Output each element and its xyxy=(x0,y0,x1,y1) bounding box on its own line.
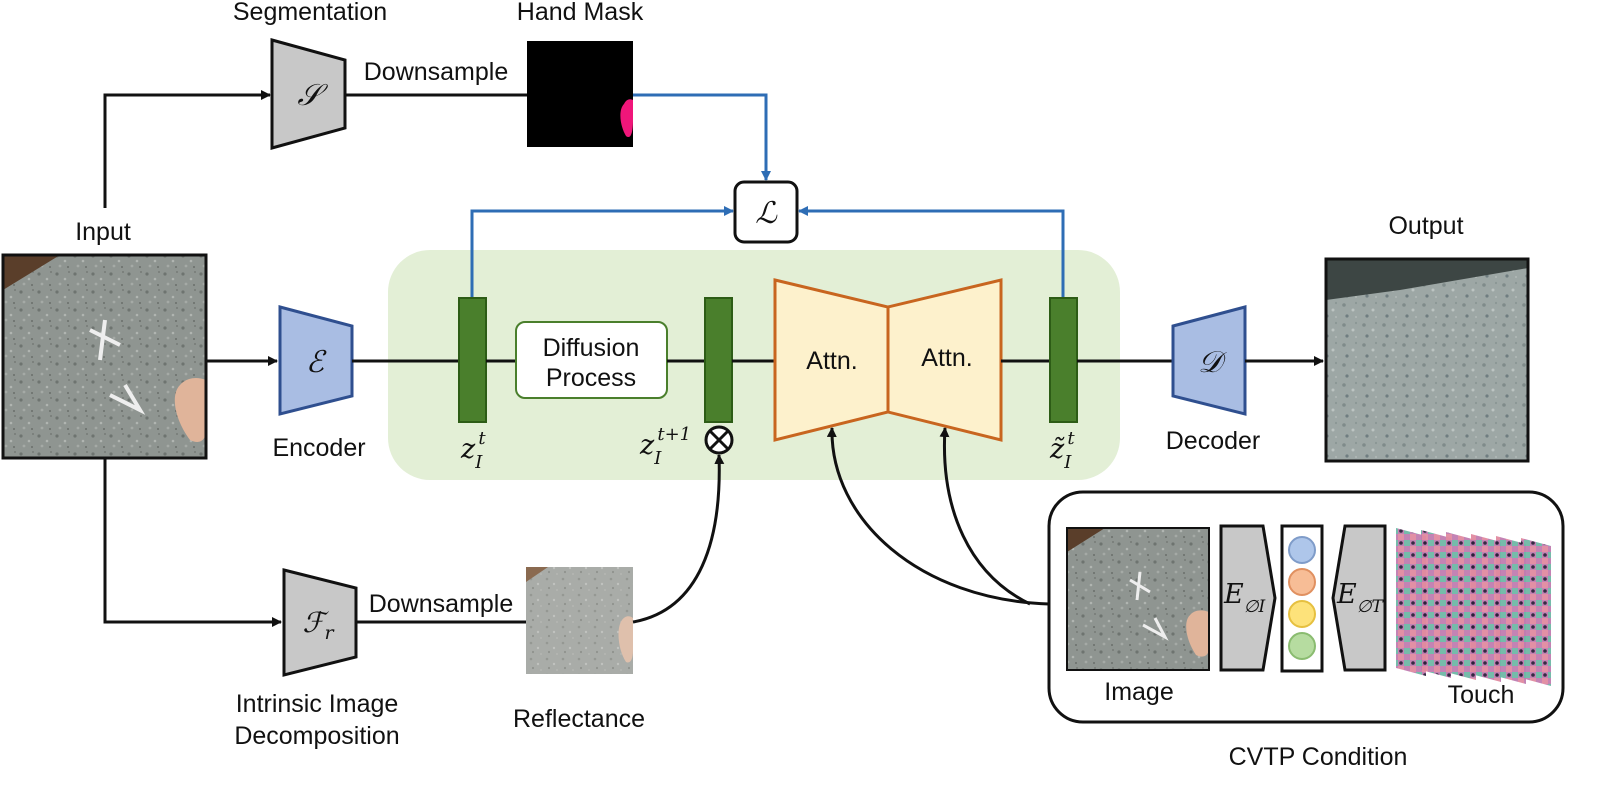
ztilde-label: z̃It xyxy=(1049,428,1075,473)
input-image xyxy=(1,253,208,460)
latent-ztilde xyxy=(1049,297,1078,423)
image-encoder-block xyxy=(1219,524,1277,672)
zt-to-loss-arrow xyxy=(470,206,734,298)
image-encoder-symbol: E∅I xyxy=(1223,579,1266,617)
input-to-intrinsic-arrow xyxy=(103,458,282,627)
decoder-label: Decoder xyxy=(1166,427,1261,455)
output-title: Output xyxy=(1388,212,1463,240)
reflectance-image xyxy=(526,567,633,674)
embedding-dot-1 xyxy=(1288,536,1316,564)
touch-encoder-block xyxy=(1331,524,1387,672)
zt1-label: zIt+1 xyxy=(639,424,691,469)
embedding-dot-3 xyxy=(1288,600,1316,628)
mask-to-loss-arrow xyxy=(633,93,771,181)
diffusion-label-line2: Process xyxy=(546,364,636,392)
segmentation-title: Segmentation xyxy=(233,0,387,26)
latent-zt1 xyxy=(704,297,733,423)
touch-image-stack xyxy=(1396,528,1551,686)
loss-symbol: ℒ xyxy=(755,196,778,231)
decoder-block xyxy=(1171,305,1247,416)
encoder-block xyxy=(278,305,354,416)
downsample-top-label: Downsample xyxy=(364,58,509,86)
cvtp-to-attn-right-arrow xyxy=(939,427,1031,606)
touch-encoder-symbol: E∅T xyxy=(1336,579,1385,617)
ztilde-to-loss-arrow xyxy=(798,206,1065,298)
output-image xyxy=(1324,257,1530,463)
reflectance-to-multiply-arrow xyxy=(632,454,725,624)
cvtp-touch-label: Touch xyxy=(1448,681,1515,709)
intrinsic-block xyxy=(282,568,358,677)
cvtp-to-attn-left-arrow xyxy=(826,427,1050,606)
embedding-dot-2 xyxy=(1288,568,1316,596)
loss-box xyxy=(733,180,799,244)
cvtp-image xyxy=(1066,527,1210,671)
diffusion-panel xyxy=(388,250,1120,480)
intrinsic-label-line2: Decomposition xyxy=(234,722,399,750)
zt-label: zIt xyxy=(460,428,486,473)
cvtp-image-label: Image xyxy=(1104,678,1173,706)
attn-right-label: Attn. xyxy=(921,344,972,372)
latent-zt xyxy=(458,297,487,423)
segmentation-block xyxy=(270,38,347,150)
input-to-segmentation-arrow xyxy=(103,90,271,208)
hand-mask-title: Hand Mask xyxy=(517,0,644,26)
intrinsic-label-line1: Intrinsic Image xyxy=(236,690,399,718)
cvtp-condition-label: CVTP Condition xyxy=(1229,743,1408,771)
attn-left-label: Attn. xyxy=(806,347,857,375)
embedding-dot-4 xyxy=(1288,632,1316,660)
attn-right-block xyxy=(886,278,1003,442)
encoder-symbol: ℰ xyxy=(306,345,327,380)
multiply-cross-b xyxy=(708,429,730,451)
downsample-bottom-label: Downsample xyxy=(369,590,514,618)
hand-mask-image xyxy=(527,41,633,147)
encoder-label: Encoder xyxy=(272,434,365,462)
input-title: Input xyxy=(75,218,131,246)
diffusion-label-line1: Diffusion xyxy=(543,334,640,362)
hand-mask-blob xyxy=(620,99,633,138)
reflectance-label: Reflectance xyxy=(513,705,645,733)
